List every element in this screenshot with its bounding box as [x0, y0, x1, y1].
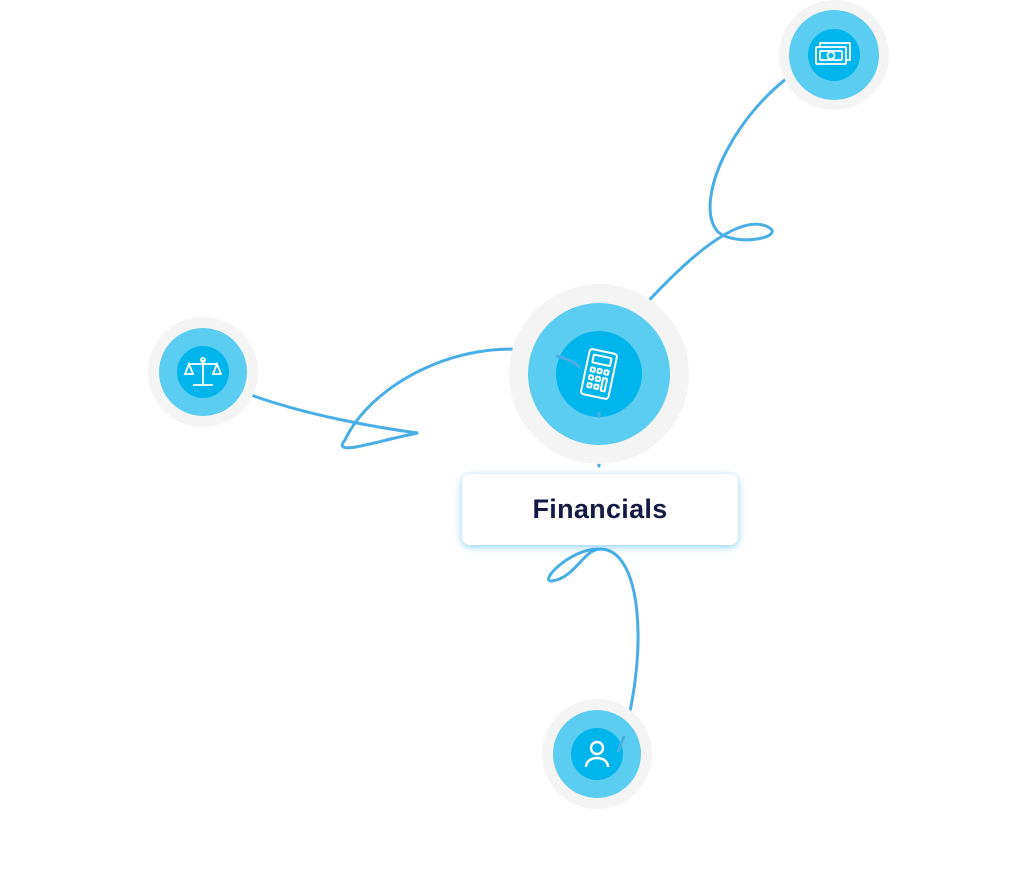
money-node[interactable]	[779, 0, 889, 110]
connector-money	[610, 60, 814, 344]
calculator-icon	[580, 348, 618, 400]
center-label-card[interactable]: Financials	[462, 474, 738, 545]
scales-node[interactable]	[148, 317, 258, 427]
connector-person	[547, 547, 640, 738]
person-node[interactable]	[542, 699, 652, 809]
connector-scales	[220, 347, 562, 450]
center-label: Financials	[532, 494, 668, 524]
scales-icon	[183, 357, 223, 386]
center-node[interactable]	[509, 284, 689, 464]
money-icon	[815, 42, 851, 65]
person-icon	[584, 740, 610, 768]
